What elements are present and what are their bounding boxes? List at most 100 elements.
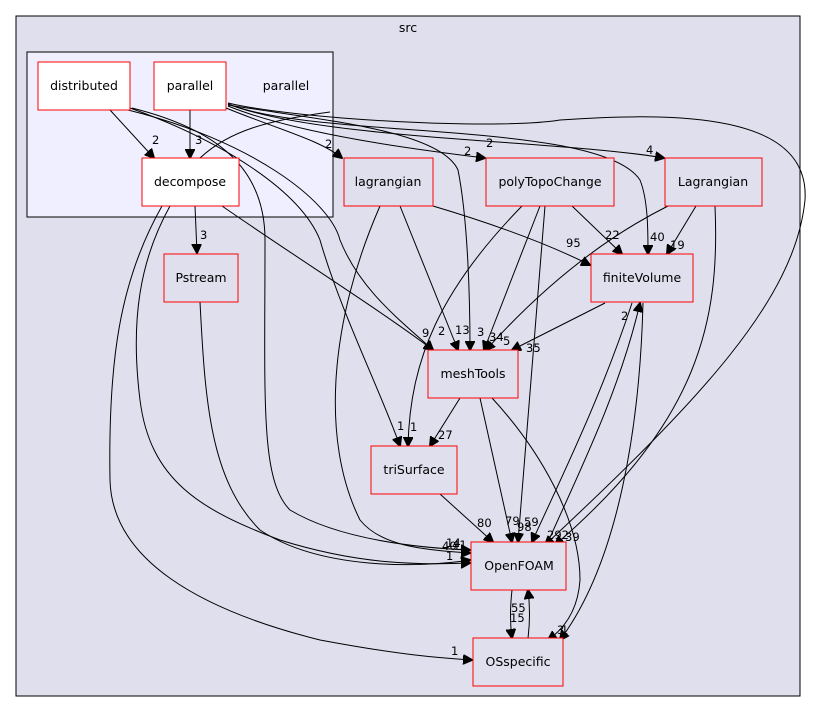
edge-meshtools-trisurface [430, 397, 461, 446]
edge-label: 34 [489, 330, 504, 344]
edge-label: 41 [452, 538, 467, 552]
node-meshtools-box[interactable] [427, 349, 519, 399]
node-trisurface-box[interactable] [370, 445, 458, 495]
edge-polytopochange-trisurface [408, 205, 523, 446]
edge-label: 1 [451, 644, 458, 658]
edge-finitevolume-openfoam [532, 302, 633, 542]
edge-label: 3 [477, 325, 484, 339]
edge-label: 40 [442, 539, 457, 553]
edge-label: 98 [517, 520, 532, 534]
cluster-parallel-label: parallel [263, 78, 310, 93]
edge-finitevolume-osspecific [560, 302, 644, 640]
edge-label: 3 [195, 133, 202, 147]
edge-label: 5 [503, 334, 510, 348]
edge-label: 40 [650, 230, 665, 244]
edge-label: 35 [526, 341, 541, 355]
edge-lagrangian-meshtools [399, 205, 458, 350]
edge-decompose-osspecific [109, 205, 472, 660]
edge-Lagrangian-openfoam [555, 205, 717, 545]
node-polytopochange-box[interactable] [485, 157, 615, 207]
edge-label: 55 [511, 601, 526, 615]
node-distributed-box[interactable] [37, 61, 131, 111]
node-polytopochange[interactable]: polyTopoChange [485, 157, 615, 207]
node-Lagrangian[interactable]: Lagrangian [664, 157, 763, 207]
edge-polytopochange-meshtools [484, 205, 541, 350]
edge-polytopochange-finitevolume [571, 205, 622, 254]
edge-pstream-openfoam [199, 301, 470, 565]
edge-openfoam-osspecific [511, 589, 513, 638]
edge-label: 79 [505, 514, 520, 528]
edge-label: 1 [397, 419, 404, 433]
node-parallel[interactable]: parallel [153, 61, 227, 111]
edge-label: 2 [464, 144, 471, 158]
edge-label: 14 [446, 536, 461, 550]
edge-distributed-trisurface [129, 107, 400, 446]
edge-decompose-pstream [195, 205, 197, 253]
edge-label: 3 [200, 228, 207, 242]
edge-label: 22 [605, 228, 620, 242]
edge-meshtools-osspecific [491, 397, 581, 640]
node-openfoam[interactable]: OpenFOAM [470, 541, 567, 591]
node-finitevolume[interactable]: finiteVolume [590, 253, 694, 303]
edge-decompose-meshtools [221, 205, 433, 350]
node-pstream[interactable]: Pstream [163, 253, 239, 303]
edge-distributed-meshtools [127, 109, 433, 350]
edge-parallel-Lagrangian [227, 103, 664, 158]
edge-parallel-meshtools [227, 104, 470, 350]
edge-Lagrangian-meshtools [486, 205, 669, 350]
edge-decompose-up [199, 111, 331, 159]
edge-labels: 2 3 2 2 2 4 3 95 22 40 19 2 9 2 13 3 34 … [152, 133, 685, 658]
edge-label: 292 [547, 528, 569, 542]
edge-parallel-lagrangian [225, 107, 342, 158]
edge-trisurface-openfoam [439, 493, 493, 542]
edge-label: 13 [455, 323, 470, 337]
edge-label: 2 [325, 137, 332, 151]
edge-label: 4 [646, 143, 653, 157]
edge-label: 39 [565, 530, 580, 544]
edge-label: 3 [557, 623, 564, 637]
edge-label: 2 [486, 136, 493, 150]
node-osspecific-box[interactable] [472, 637, 564, 687]
edge-label: 1 [446, 549, 453, 563]
edge-distributed-decompose [109, 109, 154, 158]
node-finitevolume-box[interactable] [590, 253, 694, 303]
edge-label: 59 [524, 515, 539, 529]
node-openfoam-box[interactable] [470, 541, 567, 591]
edge-lagrangian-finitevolume [432, 205, 590, 265]
edge-lagrangian-openfoam [334, 205, 470, 553]
edge-label: 1 [561, 623, 568, 637]
node-distributed[interactable]: distributed [37, 61, 131, 111]
node-trisurface[interactable]: triSurface [370, 445, 458, 495]
edge-polytopochange-openfoam [518, 205, 546, 542]
edges [109, 102, 806, 660]
edge-label: 19 [670, 238, 685, 252]
edge-openfoam-finitevolume [547, 303, 640, 543]
edge-label: 95 [566, 236, 581, 250]
cluster-src-label: src [399, 20, 417, 35]
edge-label: 1 [410, 420, 417, 434]
node-parallel-box[interactable] [153, 61, 227, 111]
edge-label: 9 [422, 326, 429, 340]
edge-label: 2 [438, 324, 445, 338]
edge-osspecific-openfoam [528, 590, 530, 639]
node-osspecific[interactable]: OSspecific [472, 637, 564, 687]
edge-decompose-openfoam [135, 205, 470, 564]
node-decompose-box[interactable] [141, 157, 240, 207]
node-pstream-box[interactable] [163, 253, 239, 303]
edge-meshtools-openfoam [479, 397, 512, 542]
edge-label: 15 [510, 611, 525, 625]
node-lagrangian-box[interactable] [343, 157, 434, 207]
edge-label: 2 [152, 133, 159, 147]
node-lagrangian[interactable]: lagrangian [343, 157, 434, 207]
edge-Lagrangian-finitevolume [667, 205, 697, 254]
edge-label: 2 [621, 309, 628, 323]
edge-finitevolume-meshtools [512, 302, 606, 350]
node-decompose[interactable]: decompose [141, 157, 240, 207]
edge-parallel-polytopochange [227, 105, 485, 158]
edge-parallel-finitevolume [227, 103, 648, 254]
node-meshtools[interactable]: meshTools [427, 349, 519, 399]
node-Lagrangian-box[interactable] [664, 157, 763, 207]
edge-label: 27 [438, 428, 453, 442]
edge-label: 80 [477, 516, 492, 530]
